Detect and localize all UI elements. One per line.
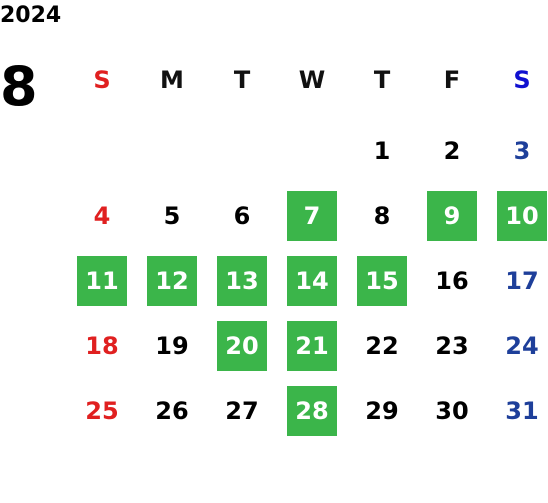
day-cell[interactable]: 26: [155, 397, 189, 425]
day-cell-highlighted[interactable]: 7: [287, 191, 337, 241]
day-cell[interactable]: 22: [365, 332, 399, 360]
day-cell[interactable]: 25: [85, 397, 119, 425]
day-cell[interactable]: 27: [225, 397, 259, 425]
weekday-thu: T: [373, 66, 391, 94]
weekday-sat: S: [513, 66, 531, 94]
day-cell-highlighted[interactable]: 13: [217, 256, 267, 306]
month-number: 8: [0, 55, 38, 118]
weekday-fri: F: [443, 66, 461, 94]
day-cell-highlighted[interactable]: 15: [357, 256, 407, 306]
day-cell[interactable]: 8: [373, 202, 391, 230]
day-cell-highlighted[interactable]: 28: [287, 386, 337, 436]
day-cell[interactable]: 3: [513, 137, 531, 165]
day-cell-highlighted[interactable]: 14: [287, 256, 337, 306]
day-cell[interactable]: 5: [163, 202, 181, 230]
day-cell-highlighted[interactable]: 20: [217, 321, 267, 371]
day-cell[interactable]: 1: [373, 137, 391, 165]
day-cell[interactable]: 4: [93, 202, 111, 230]
day-cell[interactable]: 24: [505, 332, 539, 360]
day-cell[interactable]: 23: [435, 332, 469, 360]
weekday-wed: W: [298, 66, 326, 94]
weekday-tue: T: [233, 66, 251, 94]
day-cell-highlighted[interactable]: 21: [287, 321, 337, 371]
year-label: 2024: [0, 3, 62, 28]
day-cell[interactable]: 18: [85, 332, 119, 360]
day-cell[interactable]: 16: [435, 267, 469, 295]
day-cell[interactable]: 29: [365, 397, 399, 425]
day-cell[interactable]: 2: [443, 137, 461, 165]
day-cell[interactable]: 19: [155, 332, 189, 360]
day-cell[interactable]: 31: [505, 397, 539, 425]
day-cell-highlighted[interactable]: 10: [497, 191, 547, 241]
day-cell-highlighted[interactable]: 9: [427, 191, 477, 241]
day-cell-highlighted[interactable]: 11: [77, 256, 127, 306]
day-cell[interactable]: 17: [505, 267, 539, 295]
day-cell[interactable]: 30: [435, 397, 469, 425]
day-cell[interactable]: 6: [233, 202, 251, 230]
day-cell-highlighted[interactable]: 12: [147, 256, 197, 306]
weekday-mon: M: [160, 66, 184, 94]
weekday-sun: S: [93, 66, 111, 94]
